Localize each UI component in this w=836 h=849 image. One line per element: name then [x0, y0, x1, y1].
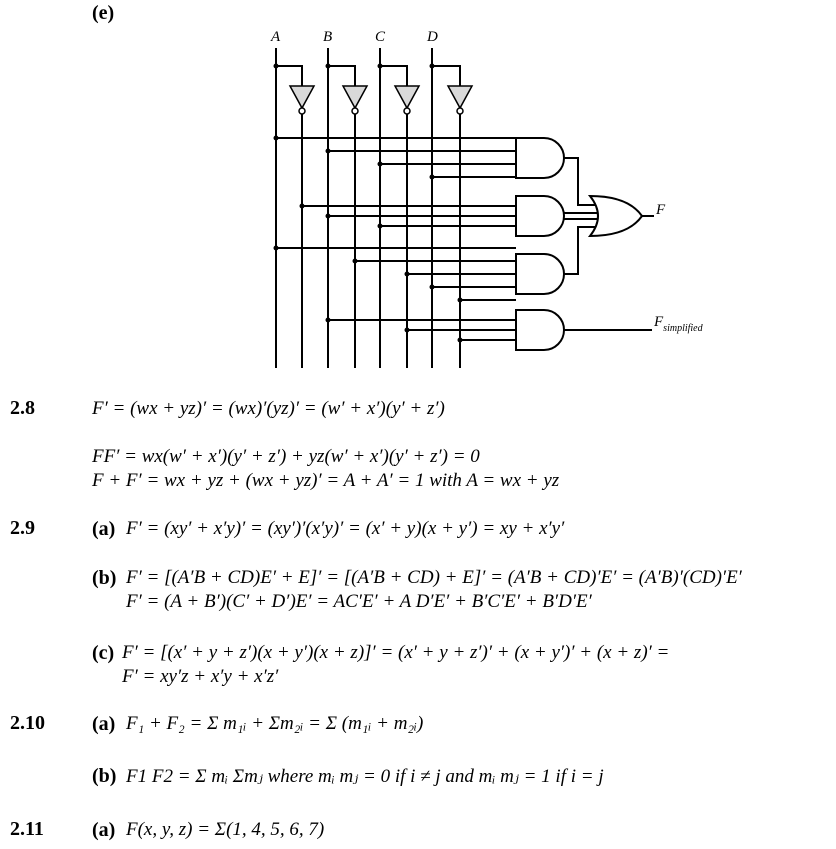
input-label-c: C — [375, 29, 386, 45]
problem-2-9-b-label: (b) — [92, 567, 117, 589]
output-label-f: F — [655, 202, 666, 218]
problem-2-8-line-3: F + F′ = wx + yz + (wx + yz)′ = A + A′ =… — [92, 470, 560, 491]
problem-2-8-line-1: F′ = (wx + yz)′ = (wx)′(yz)′ = (w′ + x′)… — [92, 398, 445, 419]
input-label-b: B — [323, 29, 332, 45]
output-simplified-main: F — [653, 314, 664, 330]
problem-2-8-line-2: FF′ = wx(w′ + x′)(y′ + z′) + yz(w′ + x′)… — [92, 446, 480, 467]
problem-2-9-b-line-1: F′ = [(A′B + CD)E′ + E]′ = [(A′B + CD) +… — [126, 567, 742, 588]
input-label-a: A — [270, 29, 281, 45]
problem-2-11-a-text: F(x, y, z) = Σ(1, 4, 5, 6, 7) — [126, 819, 325, 840]
problem-number-2-11: 2.11 — [10, 818, 44, 840]
problem-2-9-c-line-1: F′ = [(x′ + y + z′)(x + y′)(x + z)]′ = (… — [122, 642, 670, 663]
logic-circuit-diagram: A B C D F Fsimplified — [270, 29, 704, 368]
figure-part-label: (e) — [92, 2, 115, 24]
problem-2-9-c-label: (c) — [92, 642, 115, 664]
input-label-d: D — [426, 29, 438, 45]
problem-2-9-a-label: (a) — [92, 518, 116, 540]
problem-number-2-10: 2.10 — [10, 712, 45, 734]
problem-2-9-b-line-2: F′ = (A + B′)(C′ + D′)E′ = AC′E′ + A D′E… — [126, 591, 592, 612]
problem-2-11-a-label: (a) — [92, 819, 116, 841]
output-simplified-sub: simplified — [663, 323, 703, 334]
problem-2-10-a-text: F₁ + F₂ = Σ m₁ᵢ + Σm₂ᵢ = Σ (m₁ᵢ + m₂ᵢ) — [126, 713, 424, 734]
problem-2-9-c-line-2: F′ = xy′z + x′y + x′z′ — [122, 666, 279, 687]
problem-number-2-9: 2.9 — [10, 517, 35, 539]
problem-2-10-a-label: (a) — [92, 713, 116, 735]
output-label-f-simplified: Fsimplified — [653, 314, 704, 334]
problem-2-10-b-label: (b) — [92, 765, 117, 787]
problem-number-2-8: 2.8 — [10, 397, 35, 419]
problem-2-10-b-text: F1 F2 = Σ mᵢ Σmⱼ where mᵢ mⱼ = 0 if i ≠ … — [126, 766, 604, 787]
problem-2-9-a-line-1: F′ = (xy′ + x′y)′ = (xy′)′(x′y)′ = (x′ +… — [126, 518, 565, 539]
